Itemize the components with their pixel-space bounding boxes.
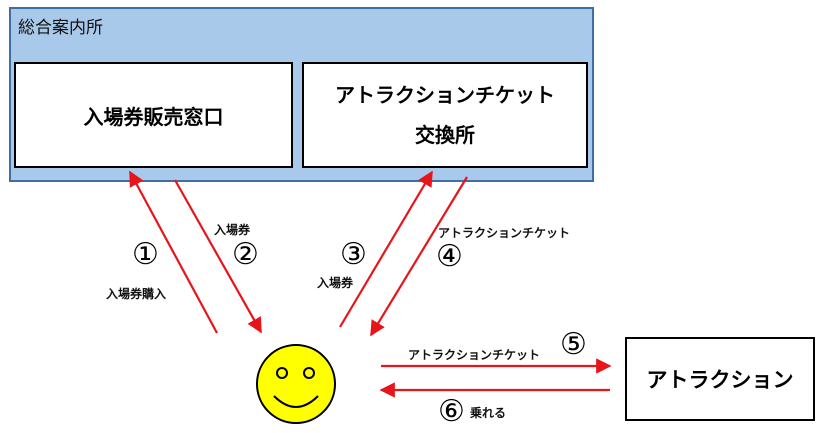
arrow-step-4	[370, 176, 468, 337]
step-3-number: ③	[340, 237, 367, 272]
step-4-label: アトラクションチケット	[438, 226, 571, 240]
ticket-exchange-box: アトラクションチケット 交換所	[302, 62, 588, 168]
arrow-step-3	[339, 170, 433, 328]
ticket-exchange-label-line1: アトラクションチケット	[335, 83, 555, 107]
step-5-number: ⑤	[560, 327, 587, 362]
ticket-exchange-label-line2: 交換所	[415, 123, 475, 147]
arrow-step-1	[129, 170, 218, 334]
panel-title: 総合案内所	[18, 18, 103, 38]
step-4-number: ④	[436, 239, 463, 274]
step-2-number: ②	[232, 237, 259, 272]
step-5-label: アトラクションチケット	[408, 348, 541, 362]
step-3-label: 入場券	[317, 276, 354, 290]
attraction-label: アトラクション	[646, 368, 794, 392]
step-6-label: 乗れる	[470, 406, 507, 420]
ticket-office-box: 入場券販売窓口	[14, 62, 293, 168]
smiley-face-icon	[256, 344, 336, 424]
step-1-number: ①	[132, 237, 159, 272]
ticket-office-label: 入場券販売窓口	[83, 104, 224, 129]
step-1-label: 入場券購入	[106, 287, 167, 301]
step-6-number: ⑥	[438, 394, 465, 429]
attraction-box: アトラクション	[625, 337, 815, 421]
arrow-step-2	[174, 179, 262, 334]
step-2-label: 入場券	[214, 223, 251, 237]
